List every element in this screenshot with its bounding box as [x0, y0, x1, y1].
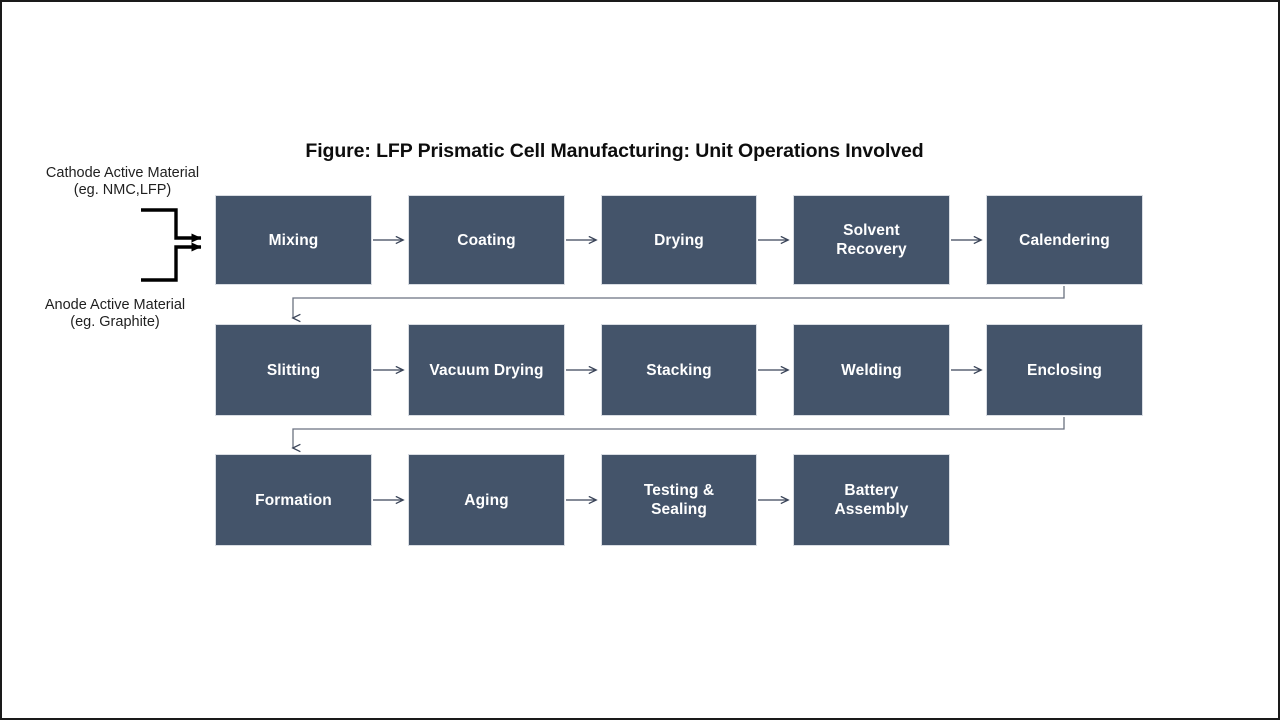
- connector-calendering-to-slitting: [291, 286, 1065, 323]
- process-box-drying[interactable]: Drying: [601, 195, 757, 285]
- process-box-enclosing[interactable]: Enclosing: [986, 324, 1143, 416]
- cathode-feed-arrow: [141, 208, 202, 243]
- process-box-slitting[interactable]: Slitting: [215, 324, 372, 416]
- process-box-formation[interactable]: Formation: [215, 454, 372, 546]
- page-title: Figure: LFP Prismatic Cell Manufacturing…: [305, 140, 924, 162]
- process-box-calendering[interactable]: Calendering: [986, 195, 1143, 285]
- process-box-solvent-recovery[interactable]: Solvent Recovery: [793, 195, 950, 285]
- process-box-mixing[interactable]: Mixing: [215, 195, 372, 285]
- process-box-testing-sealing[interactable]: Testing & Sealing: [601, 454, 757, 546]
- process-box-battery-assembly[interactable]: Battery Assembly: [793, 454, 950, 546]
- anode-feed-arrow: [141, 242, 202, 282]
- process-box-aging[interactable]: Aging: [408, 454, 565, 546]
- process-box-stacking[interactable]: Stacking: [601, 324, 757, 416]
- anode-active-material-label: Anode Active Material (eg. Graphite): [44, 297, 186, 330]
- cathode-active-material-label: Cathode Active Material (eg. NMC,LFP): [45, 165, 200, 198]
- process-box-welding[interactable]: Welding: [793, 324, 950, 416]
- connector-enclosing-to-formation: [291, 417, 1065, 453]
- process-box-coating[interactable]: Coating: [408, 195, 565, 285]
- process-box-vacuum-drying[interactable]: Vacuum Drying: [408, 324, 565, 416]
